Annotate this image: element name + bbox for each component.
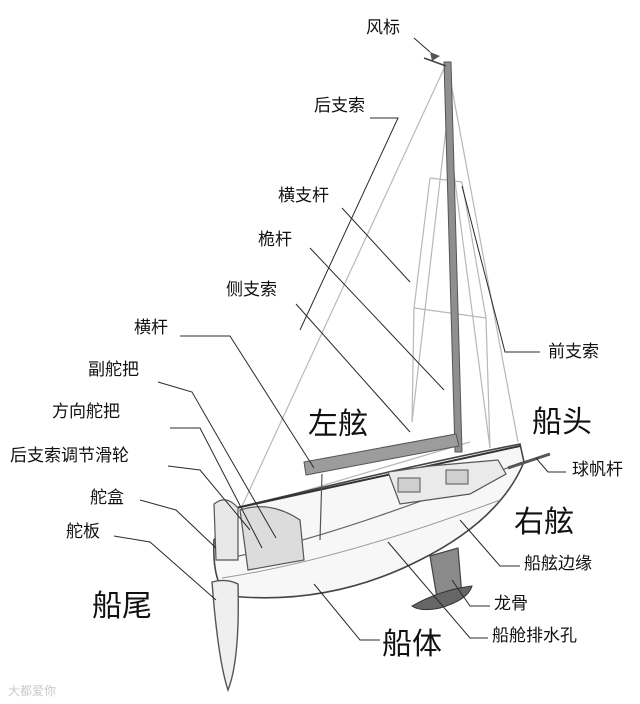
- bowsprit-shape: [507, 452, 551, 470]
- label-cockpit-drain: 船舱排水孔: [492, 626, 577, 646]
- boom-shape: [303, 433, 460, 476]
- label-tiller-extension: 副舵把: [88, 360, 139, 380]
- label-boom: 横杆: [134, 318, 168, 338]
- rudder-box-shape: [213, 499, 239, 561]
- label-backstay-adjuster: 后支索调节滑轮: [10, 446, 129, 466]
- label-bowsprit: 球帆杆: [572, 460, 623, 480]
- rudder-blade-shape: [211, 579, 239, 693]
- leader-lines: [113, 37, 566, 641]
- label-forestay: 前支索: [548, 342, 599, 362]
- label-spreader: 横支杆: [278, 186, 329, 206]
- label-backstay: 后支索: [314, 96, 365, 116]
- label-stern: 船尾: [92, 589, 152, 624]
- label-port: 左舷: [308, 407, 368, 442]
- label-shroud: 侧支索: [226, 280, 277, 300]
- label-keel: 龙骨: [494, 594, 528, 614]
- label-bow: 船头: [532, 405, 592, 440]
- label-starboard: 右舷: [514, 505, 574, 540]
- label-gunwale: 船舷边缘: [524, 554, 592, 574]
- label-rudder-box: 舵盒: [90, 488, 124, 508]
- label-tiller: 方向舵把: [52, 402, 120, 422]
- shroud-left: [411, 119, 448, 423]
- forestay-line: [446, 61, 519, 443]
- mast-shape: [443, 61, 463, 453]
- label-mast: 桅杆: [258, 230, 292, 250]
- wind-vane-shape: [423, 52, 447, 67]
- label-hull: 船体: [382, 627, 442, 662]
- label-wind-vane: 风标: [366, 18, 400, 38]
- watermark: 大都爱你: [8, 684, 57, 698]
- backstay-line: [231, 61, 448, 529]
- label-rudder-blade: 舵板: [66, 522, 100, 542]
